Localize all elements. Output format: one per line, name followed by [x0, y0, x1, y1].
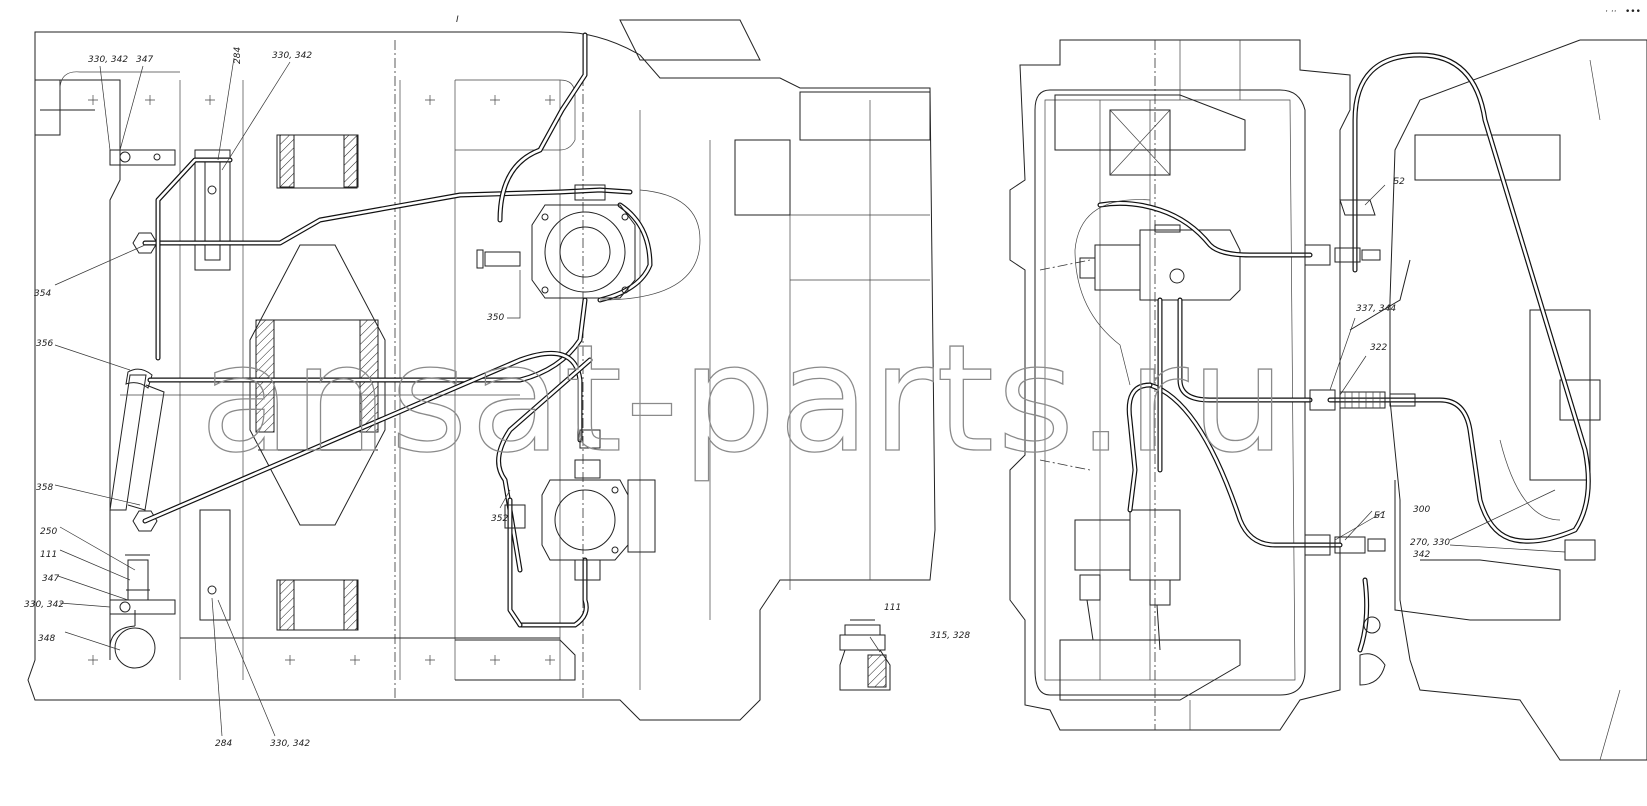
callout-354: 354 [34, 289, 51, 299]
callout-337-344: 337, 344 [1356, 304, 1396, 314]
callout-300: 300 [1413, 505, 1430, 515]
callout-284-bottom: 284 [215, 739, 232, 749]
callout-b1: Б1 [1374, 511, 1386, 521]
valve-bodies [1074, 224, 1241, 651]
callout-b2: Б2 [1393, 177, 1405, 187]
callout-250: 250 [40, 527, 57, 537]
callout-284-top: 284 [233, 47, 243, 64]
left-view-pipes [120, 32, 701, 628]
right-view [1009, 39, 1647, 761]
callout-labels: 354 356 358 250 111 347 330, 342 348 284… [24, 47, 1450, 749]
sheet-mark: I [456, 15, 459, 25]
callout-270-330: 270, 330 [1410, 538, 1450, 548]
corner-marks: · ·· [1605, 7, 1617, 17]
corner-marks-2: ••• [1625, 7, 1641, 17]
callout-350: 350 [487, 313, 504, 323]
right-view-pipes [1074, 52, 1621, 761]
callout-347-left: 347 [42, 574, 59, 584]
callout-347-top: 347 [136, 55, 153, 65]
callout-330-342-bottom: 330, 342 [270, 739, 310, 749]
callout-111-left: 111 [40, 550, 57, 560]
callout-330-342-top-b: 330, 342 [272, 51, 312, 61]
callout-leaders [54, 57, 1566, 737]
filter-units [476, 184, 656, 581]
callout-111-detail: 111 [884, 603, 901, 613]
callout-330-342-top-a: 330, 342 [88, 55, 128, 65]
callout-356: 356 [36, 339, 53, 349]
callout-322: 322 [1370, 343, 1387, 353]
callout-342: 342 [1413, 550, 1430, 560]
callout-330-342-left: 330, 342 [24, 600, 64, 610]
callout-352: 352 [491, 514, 508, 524]
watermark: ansat-parts.ru [200, 313, 1288, 485]
callout-358: 358 [36, 483, 53, 493]
callout-315-328: 315, 328 [930, 631, 970, 641]
detail-111 [839, 619, 891, 691]
callout-348: 348 [38, 634, 55, 644]
pipe-fittings [1304, 199, 1416, 686]
